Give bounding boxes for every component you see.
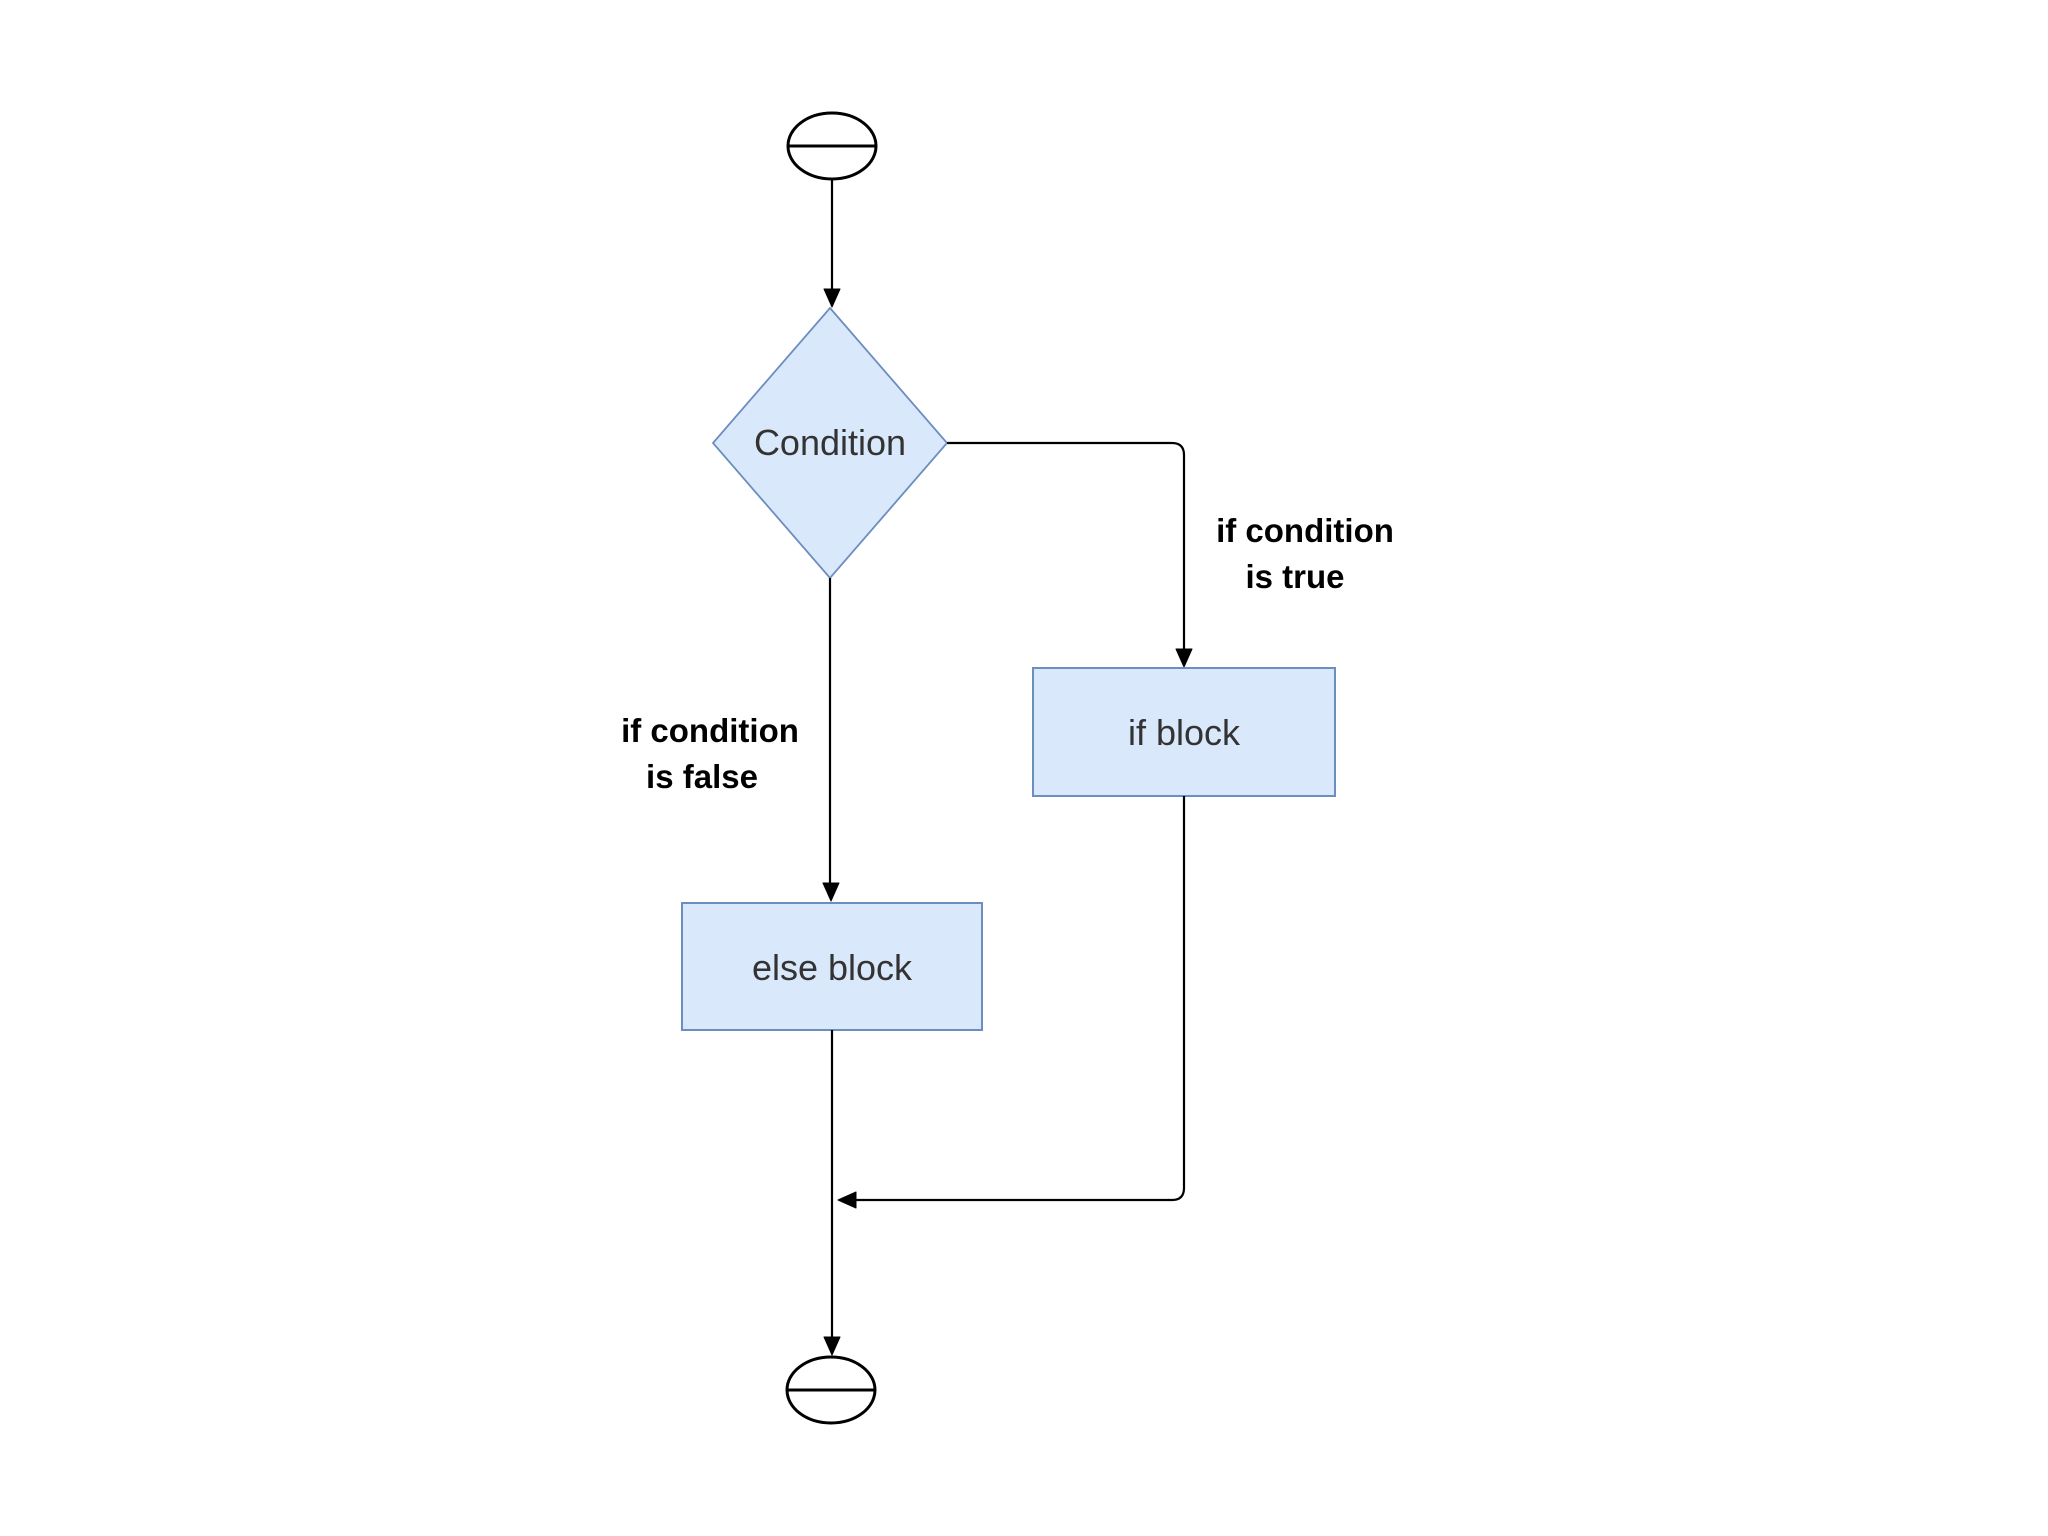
false-branch-label: if condition is false (621, 712, 799, 795)
if-block-label: if block (1128, 712, 1241, 753)
else-block-node: else block (681, 902, 983, 1031)
false-branch-label-line1: if condition (621, 712, 799, 749)
true-branch-label-line2: is true (1245, 558, 1344, 595)
else-block-rect (681, 902, 983, 1031)
false-branch-label-line2: is false (646, 758, 758, 795)
edge-condition-to-if-block (947, 441, 1186, 652)
edge-if-block-to-merge (853, 796, 1186, 1202)
true-branch-label-line1: if condition (1216, 512, 1394, 549)
arrowhead-into-merge (837, 1191, 857, 1209)
arrowhead-into-else-block (822, 882, 840, 902)
start-terminal (786, 111, 878, 181)
arrowhead-into-if-block (1175, 648, 1193, 668)
arrowhead-into-end (823, 1336, 841, 1356)
else-block-label: else block (752, 947, 913, 988)
end-terminal (785, 1355, 877, 1425)
arrowhead-into-condition (823, 288, 841, 308)
condition-label: Condition (754, 422, 906, 463)
condition-node: Condition (711, 306, 949, 580)
if-block-node: if block (1032, 667, 1336, 797)
true-branch-label: if condition is true (1216, 512, 1394, 595)
if-block-rect (1032, 667, 1336, 797)
